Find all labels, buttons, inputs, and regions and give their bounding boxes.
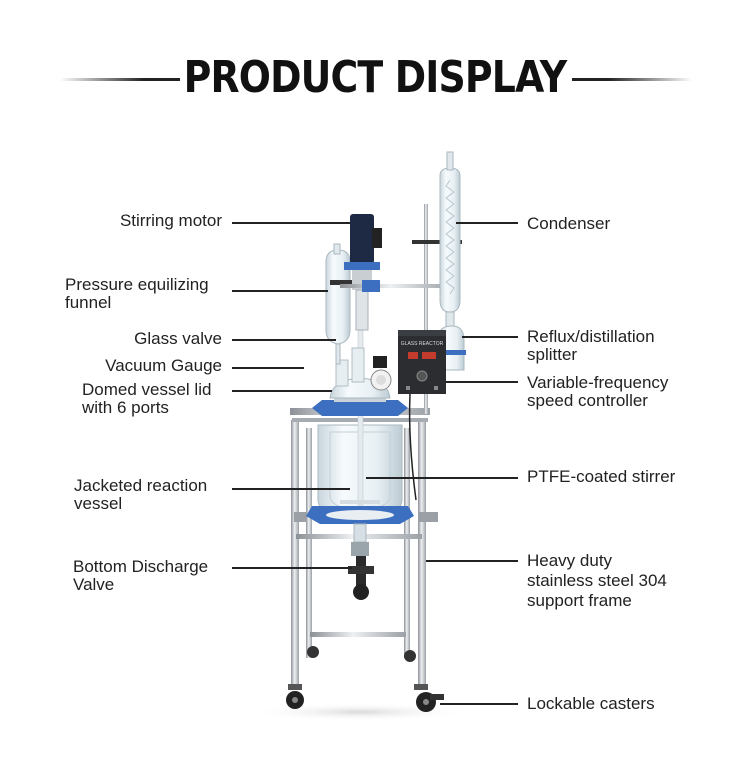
label-stirrer: PTFE-coated stirrer — [527, 468, 675, 486]
label-frame: Heavy duty stainless steel 304 support f… — [527, 551, 667, 611]
leader-discharge — [232, 567, 352, 569]
leader-stirrer — [366, 477, 518, 479]
leader-controller — [446, 381, 518, 383]
leader-lid — [232, 390, 332, 392]
label-glass-valve: Glass valve — [134, 330, 222, 348]
label-lid: Domed vessel lid with 6 ports — [82, 381, 211, 417]
label-vessel: Jacketed reaction vessel — [74, 477, 207, 513]
label-stirring-motor: Stirring motor — [120, 212, 222, 230]
leader-frame — [426, 560, 518, 562]
leader-vessel — [232, 488, 350, 490]
floor-shadow — [250, 703, 470, 721]
label-condenser: Condenser — [527, 215, 610, 233]
label-splitter: Reflux/distillation splitter — [527, 328, 655, 364]
label-casters: Lockable casters — [527, 695, 655, 713]
label-discharge: Bottom Discharge Valve — [73, 558, 208, 594]
leader-condenser — [456, 222, 518, 224]
controller-box-label: GLASS REACTOR — [401, 341, 444, 347]
label-vacuum-gauge: Vacuum Gauge — [105, 357, 222, 375]
label-controller: Variable-frequency speed controller — [527, 374, 668, 410]
leader-glass-valve — [232, 339, 336, 341]
label-funnel: Pressure equilizing funnel — [65, 276, 209, 312]
leader-splitter — [462, 336, 518, 338]
leader-stirring-motor — [232, 222, 350, 224]
leader-funnel — [232, 290, 328, 292]
leader-casters — [440, 703, 518, 705]
leader-vacuum-gauge — [232, 367, 304, 369]
